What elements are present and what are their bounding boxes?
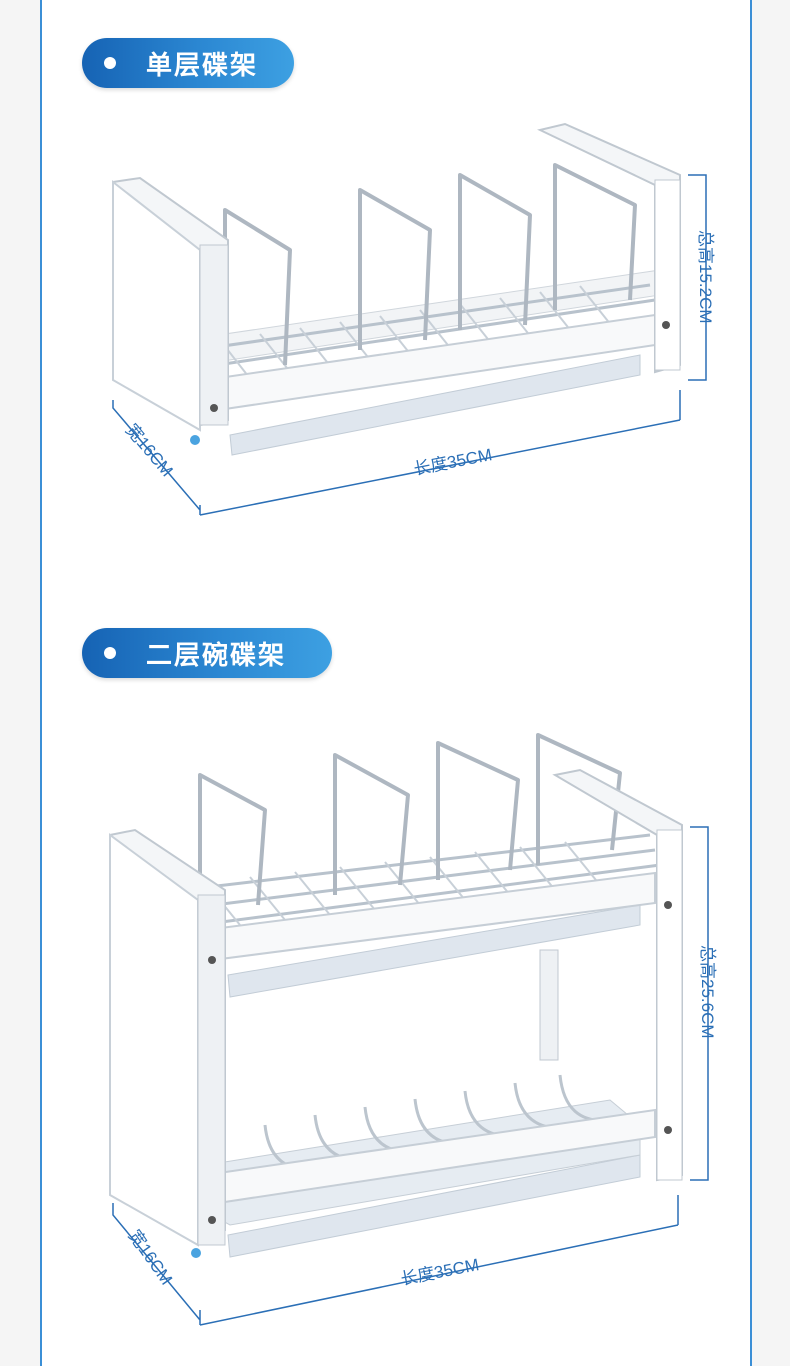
section-2-title: 二层碗碟架: [146, 640, 287, 671]
section-2-length-label: 长度35CM: [399, 1255, 481, 1289]
single-tier-rack-image: 总高15.2CM 宽16CM 长度35CM: [112, 122, 715, 516]
section-1-title: 单层碟架: [146, 50, 259, 81]
bullet-dot-icon: [104, 647, 116, 659]
section-1-title-badge: 单层碟架: [82, 38, 294, 88]
two-tier-rack-image: 总高25.6CM 宽16CM 长度35CM: [109, 733, 717, 1326]
section-2-height-label: 总高25.6CM: [698, 945, 717, 1039]
section-2-title-badge: 二层碗碟架: [82, 628, 332, 678]
section-1-width-label: 宽16CM: [122, 420, 177, 480]
section-2-width-label: 宽16CM: [125, 1226, 176, 1288]
bullet-dot-icon: [104, 57, 116, 69]
section-1-height-label: 总高15.2CM: [696, 230, 715, 324]
section-1-length-label: 长度35CM: [412, 445, 494, 479]
